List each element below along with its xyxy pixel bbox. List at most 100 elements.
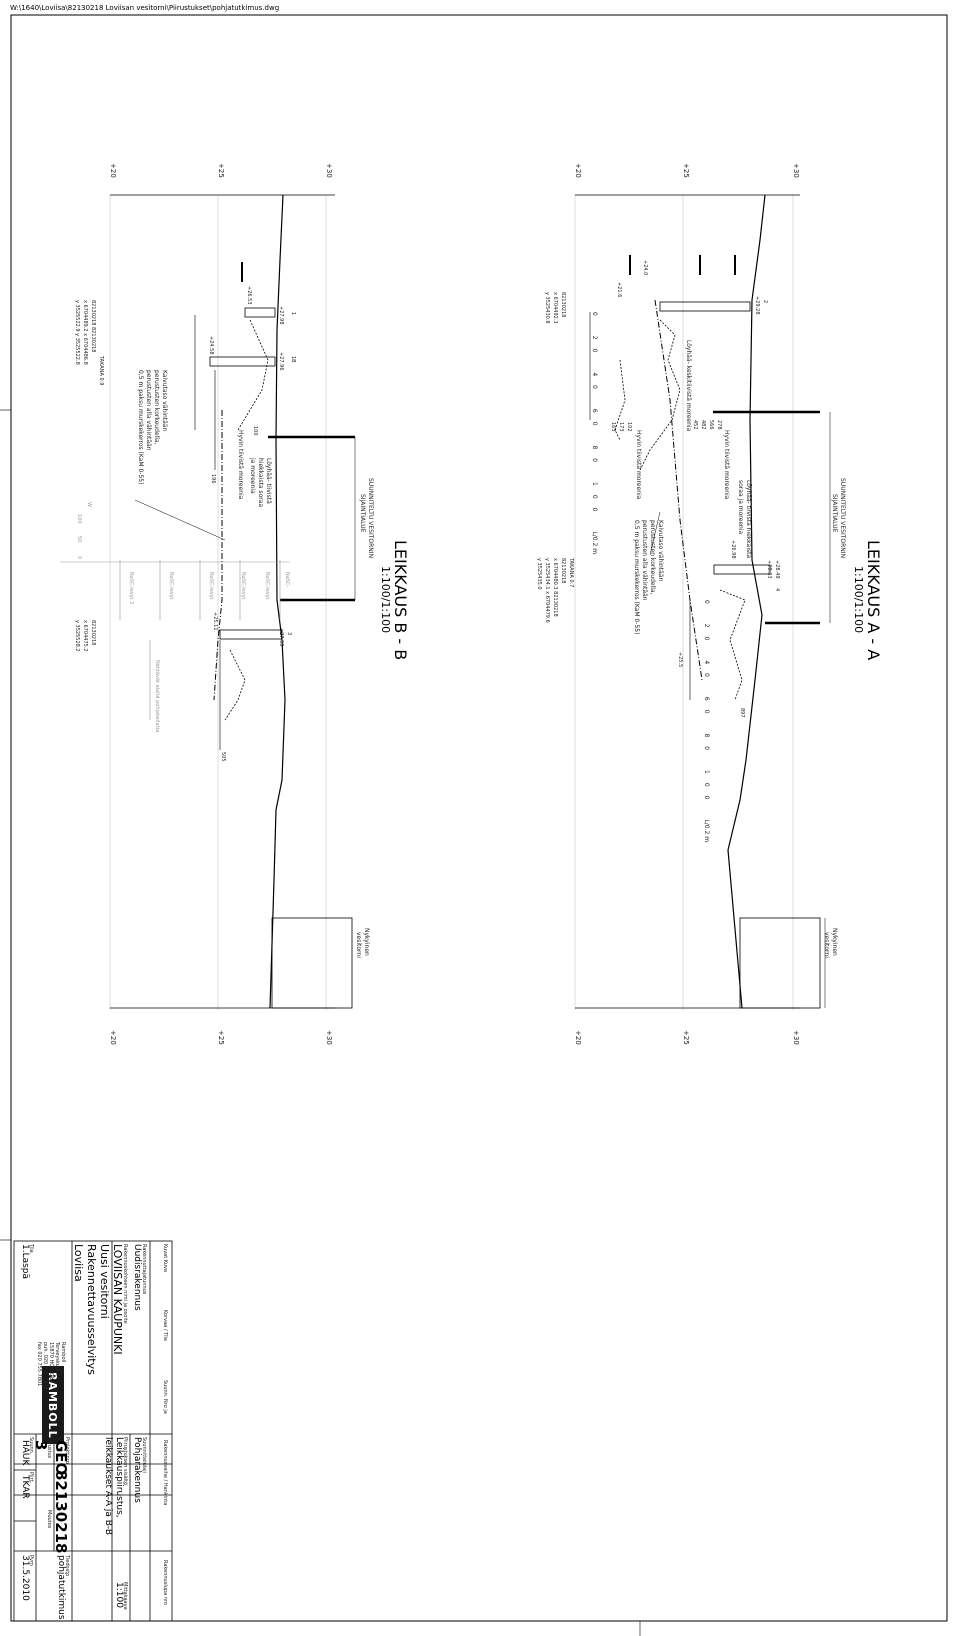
point-b1b-level: +24.58	[208, 336, 214, 355]
note-b-1: Kaivutaso vähintään	[161, 370, 168, 432]
cone-tick: 20	[703, 623, 710, 650]
soil-b-4: Hyvin tiivistä moreenia	[237, 430, 244, 500]
note-b-3: perustusten alla vähintään	[145, 370, 152, 451]
tb-company-2: Terveyskuja 2	[54, 1342, 60, 1377]
note-a-4: 0,5 m paksu murskekerros (KaM 0-55)	[633, 520, 640, 635]
file-path: W:\1640\Loviisa\82130218 Loviisan vesito…	[10, 4, 280, 12]
tb-lupa: Rakennuslupa nro	[162, 1560, 168, 1605]
tb-muutos-label: Muutos	[46, 1510, 52, 1529]
tb-piirustus-1: Leikkauspiirustus,	[114, 1437, 124, 1518]
cone-tick: 80	[703, 733, 710, 760]
point-a2-line-1: 82130218	[560, 292, 566, 318]
section-b-level-bottom-30: +30	[325, 1030, 333, 1045]
level-a-255: +25.5	[677, 652, 683, 668]
reading-a-4: 452	[692, 420, 698, 430]
cone-tick: 60	[591, 408, 598, 435]
reading-a-8: 897	[739, 708, 745, 718]
level-b-2653: +26.53	[246, 286, 252, 305]
tb-pvm-value: 31.5.2010	[20, 1555, 30, 1601]
section-a-title: LEIKKAUS A - A	[864, 540, 883, 661]
reading-a-5: 102	[626, 422, 632, 432]
section-a-existing-2: vesitorni	[823, 932, 830, 958]
section-b-level-bottom-20: +20	[109, 1030, 117, 1045]
section-b-level-top-20: +20	[109, 163, 117, 178]
tb-piirt-value: TKAR	[20, 1475, 30, 1499]
section-a-planned-1: SUUNNITELTU VESITORNIN	[839, 478, 846, 559]
cone-tick: 100	[703, 770, 710, 809]
section-a-level-bottom-30: +30	[792, 1030, 800, 1045]
legend-b-row-1: NaSC-levyt 2	[128, 572, 134, 605]
legend-b-row-2: NaSC-levyt	[168, 572, 174, 600]
section-a-level-top-30: +30	[792, 163, 800, 178]
tb-korvaa: Korvaa / Tila	[162, 1310, 168, 1341]
rock-line-b	[213, 410, 223, 701]
point-b3-line-2: x 6704475.2	[82, 620, 88, 652]
borehole-4-a	[713, 564, 771, 575]
point-b1-id: 1	[290, 312, 296, 316]
section-a-level-bottom-20: +20	[574, 1030, 582, 1045]
point-b3-line-1: 82130218	[90, 620, 96, 646]
section-b-existing-2: vesitorni	[355, 932, 362, 958]
section-a-existing-1: Nykyinen	[831, 928, 838, 956]
point-b1-line-4: y 3525522.9 y 3525522.8	[74, 300, 80, 365]
point-a4-line-5: y 3525435.0	[536, 558, 542, 590]
cone-tick: 40	[591, 372, 598, 398]
existing-tower-a	[739, 917, 821, 1009]
point-b1b-id: 1B	[290, 356, 296, 363]
point-b1-line-2: 82130218 82130218	[90, 300, 96, 353]
legend-b-scale-2: 50	[76, 536, 82, 543]
legend-b-row-5: NaSC-levyt	[264, 572, 270, 600]
ground-line-a	[727, 194, 766, 1009]
section-b-level-bottom-25: +25	[217, 1030, 225, 1045]
tb-company-3: 15870 HOLLOLA	[48, 1342, 54, 1383]
cone-tick: 80	[591, 445, 598, 472]
level-a-2698: +26.98	[730, 540, 736, 559]
reading-b-2: 196	[210, 474, 216, 484]
cone-tick: 0	[591, 312, 598, 325]
section-b-scale: 1:100/1:100	[379, 566, 392, 634]
tb-projnro-value: 82130218	[52, 1470, 70, 1554]
soil-a-4: soraa ja moreenia	[737, 480, 744, 535]
rock-line-a	[654, 299, 703, 681]
section-a-level-top-25: +25	[682, 163, 690, 178]
tb-suunnittelu-value: Pohjarakennus	[132, 1437, 142, 1503]
tb-company-1: Ramboll	[60, 1342, 66, 1363]
section-b-planned-1: SUUNNITELTU VESITORNIN	[367, 478, 374, 559]
legend-b-scale-1: 100	[76, 514, 82, 524]
section-b-level-top-30: +30	[325, 163, 333, 178]
tb-kuvat: Kuvat Kuva	[162, 1244, 168, 1272]
reading-b-1: 100	[252, 426, 258, 436]
soil-b-2: hiekkaista soraa	[257, 458, 264, 508]
section-b-planned-2: SIJAINTIALUE	[359, 494, 366, 533]
cone-tick: 0	[703, 600, 710, 613]
cone-tick: 100	[591, 482, 598, 521]
tb-tiedosto-value: pohjatutkimus	[56, 1555, 66, 1620]
point-a2-line-2: x 6704492.3	[552, 292, 558, 324]
cone-tick: 20	[591, 335, 598, 362]
section-b-existing-1: Nykyinen	[363, 928, 370, 956]
legend-b-row-6: NaSC-	[284, 572, 290, 588]
tb-kohde-2: Uusi vesitorni	[98, 1244, 111, 1319]
level-b-2511: +25.11	[212, 612, 218, 631]
ramboll-logo: RAMBOLL	[42, 1366, 64, 1444]
borehole-2-a	[659, 301, 751, 312]
tb-vastuu-value: HAUK	[20, 1440, 30, 1466]
borehole-3-b	[219, 629, 283, 640]
point-a4-id: 4	[774, 588, 780, 592]
point-a4-line-3: x 6704480.3 82130218	[552, 558, 558, 617]
section-a-level-bottom-25: +25	[682, 1030, 690, 1045]
legend-b-scale-3: 0	[76, 556, 82, 560]
reading-a-2: 566	[708, 420, 714, 430]
tb-tarkistus-value: 1.Laspä	[20, 1244, 30, 1280]
point-a4-line-4: y 3525434.1 x 6704479.6	[544, 558, 550, 623]
borehole-1-b	[244, 307, 276, 318]
tb-kohde-4: Loviisa	[72, 1244, 85, 1282]
reading-a-1: 278	[716, 420, 722, 430]
section-a-cone-scale: 0 20 40 60 80 100 L/0.2 m	[591, 312, 598, 554]
legend-b-row-4: NaSC-levyt	[240, 572, 246, 600]
tb-company-5: fax 020 755 7801	[36, 1342, 42, 1387]
reading-a-6: 173	[618, 422, 624, 432]
point-b1-line-3: x 6704489.2 x 6704486.8	[82, 300, 88, 365]
section-a-level-top-20: +20	[574, 163, 582, 178]
point-a4-line-1: TAKANA 0.7	[568, 558, 574, 588]
